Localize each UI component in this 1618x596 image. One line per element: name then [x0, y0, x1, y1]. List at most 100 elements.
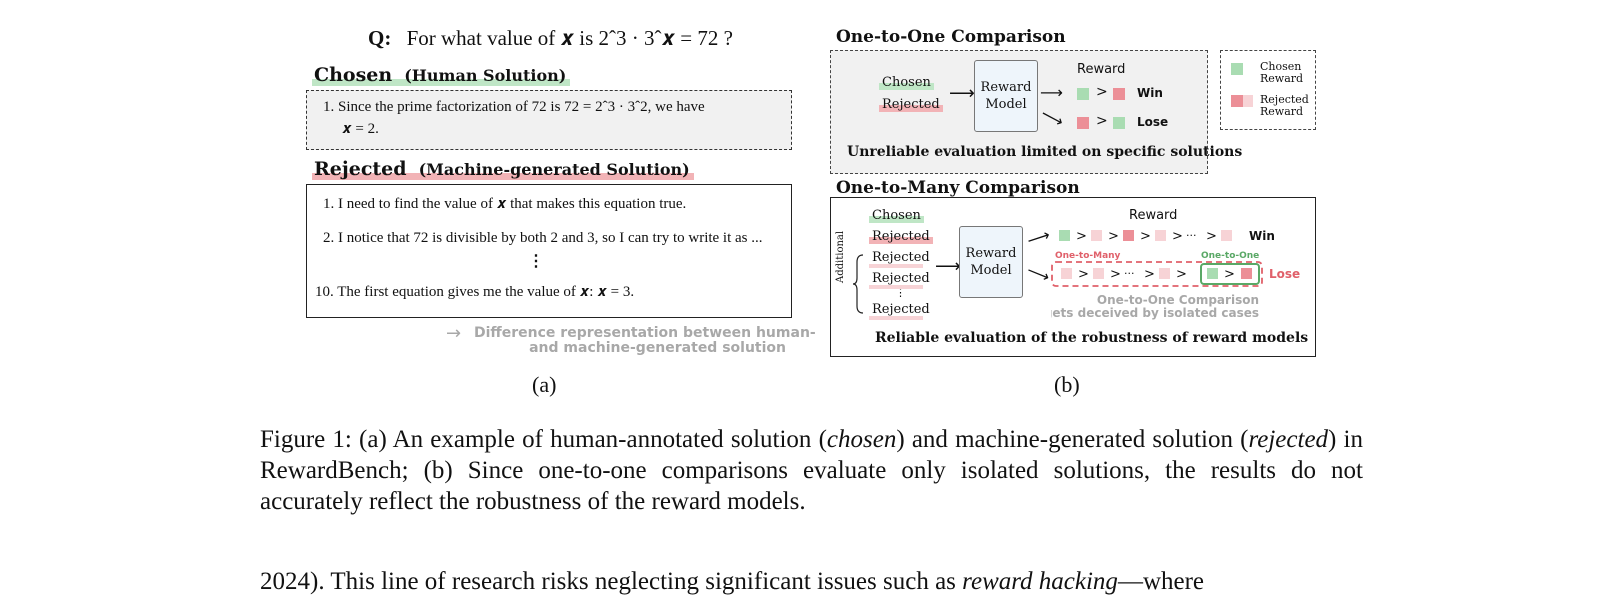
otm-win-gt-5: >	[1206, 229, 1217, 244]
otm-rejected-tag-2: Rejected	[872, 250, 930, 265]
otm-lose-rej-1	[1061, 268, 1072, 279]
oto-caption: Unreliable evaluation limited on specifi…	[847, 144, 1243, 160]
oto-rejected-tag: Rejected	[879, 97, 943, 112]
body-prefix: 2024). This line of research risks negle…	[260, 568, 963, 595]
oto-win-chosen-reward	[1077, 88, 1089, 100]
otm-rejected-tag-1: Rejected	[869, 229, 933, 244]
body-paragraph: 2024). This line of research risks negle…	[260, 568, 1363, 596]
otm-lose-gt-1: >	[1078, 267, 1089, 282]
otm-win-arrow-icon: ⟶	[1024, 224, 1053, 251]
otm-rejected-tag-last: Rejected	[872, 302, 930, 317]
otm-lose-gt-2: >	[1110, 267, 1121, 282]
one-to-many-box: Chosen Rejected Rejected Rejected ⋮ Reje…	[830, 197, 1316, 357]
otm-one-to-one-frame	[1200, 263, 1260, 285]
legend-chosen-swatch	[1231, 63, 1243, 75]
oto-win-gt: >	[1096, 84, 1108, 100]
otm-win-rej-2	[1123, 230, 1134, 241]
otm-lose-label: Lose	[1269, 267, 1300, 281]
oto-win-arrow-icon: ⟶	[1040, 83, 1063, 102]
otm-deceived-line-1: One-to-One Comparison	[1097, 293, 1259, 307]
rejected-title: Rejected(Machine-generated Solution)	[312, 158, 694, 180]
otm-rejected-underline-2	[869, 264, 923, 268]
legend-rejected-line-2: Reward	[1260, 105, 1304, 118]
question-text: For what value of 𝒙 is 2ˆ3 · 3ˆ𝒙 = 72 ?	[406, 26, 733, 50]
otm-lose-dots: ···	[1124, 267, 1135, 280]
otm-one-to-many-frame	[1051, 261, 1263, 287]
chosen-line-2: 𝒙 = 2.	[342, 121, 379, 137]
legend-rejected-light-swatch	[1243, 95, 1253, 107]
otm-model-line-2: Model	[970, 263, 1012, 278]
oto-input-arrow-icon: ⟶	[949, 83, 975, 104]
otm-lose-rej-3	[1159, 268, 1170, 279]
oto-chosen-tag: Chosen	[879, 75, 934, 90]
otm-lose-arrow-icon: ⟶	[1024, 260, 1053, 287]
caption-suffix: ) in RewardBench; (b) Since one-to-one c…	[260, 426, 1363, 515]
legend-rejected-text: Rejected Reward	[1260, 94, 1309, 118]
difference-arrow: →	[446, 323, 462, 344]
otm-win-chosen	[1059, 230, 1070, 241]
otm-win-gt-3: >	[1140, 229, 1151, 244]
oto-lose-gt: >	[1096, 113, 1108, 129]
otm-caption: Reliable evaluation of the robustness of…	[875, 330, 1309, 346]
rejected-line-2: 2. I notice that 72 is divisible by both…	[323, 230, 763, 246]
legend-box: Chosen Reward Rejected Reward	[1220, 50, 1316, 130]
otm-win-rej-3	[1155, 230, 1166, 241]
otm-rejected-underline-last	[869, 316, 923, 320]
rejected-label: Rejected	[314, 158, 407, 180]
otm-rejected-underline-3	[869, 285, 923, 289]
otm-additional-brace	[853, 254, 864, 314]
otm-model-line-1: Reward	[965, 246, 1017, 261]
oto-model-line-2: Model	[985, 97, 1027, 112]
chosen-line-1: 1. Since the prime factorization of 72 i…	[323, 99, 705, 115]
caption-middle: ) and machine-generated solution (	[896, 426, 1249, 453]
otm-additional-label: Additional	[835, 230, 846, 283]
oto-reward-header: Reward	[1077, 62, 1126, 77]
rejected-solution-box: 1. I need to find the value of 𝒙 that ma…	[306, 184, 792, 318]
legend-rejected-line-1: Rejected	[1260, 93, 1309, 106]
difference-text: Difference representation between human-…	[474, 325, 816, 356]
oto-model-line-1: Reward	[980, 80, 1032, 95]
chosen-solution-box: 1. Since the prime factorization of 72 i…	[306, 90, 792, 150]
otm-deceived-line-2: gets deceived by isolated cases	[1051, 306, 1259, 320]
otm-win-gt-4: >	[1172, 229, 1183, 244]
question-label: Q:	[368, 26, 392, 50]
caption-prefix: Figure 1: (a) An example of human-annota…	[260, 426, 827, 453]
legend-chosen-line-1: Chosen	[1260, 60, 1302, 73]
otm-lose-rej-2	[1093, 268, 1104, 279]
figure-caption: Figure 1: (a) An example of human-annota…	[260, 424, 1363, 517]
caption-chosen-word: chosen	[826, 426, 897, 453]
oto-lose-rejected-reward	[1077, 117, 1089, 129]
otm-chosen-tag: Chosen	[869, 208, 924, 223]
rejected-line-1: 1. I need to find the value of 𝒙 that ma…	[323, 196, 687, 212]
legend-chosen-line-2: Reward	[1260, 72, 1304, 85]
otm-lose-rej-main	[1241, 268, 1252, 279]
otm-lose-chosen	[1207, 268, 1218, 279]
oto-lose-chosen-reward	[1113, 117, 1125, 129]
chosen-label: Chosen	[314, 64, 393, 86]
otm-vdots: ⋮	[895, 286, 906, 299]
otm-win-rej-1	[1091, 230, 1102, 241]
legend-rejected-swatch	[1231, 95, 1243, 107]
chosen-title: Chosen (Human Solution)	[312, 64, 571, 86]
otm-lose-gt-4: >	[1176, 267, 1187, 282]
otm-input-arrow-icon: ⟶	[935, 256, 961, 277]
chosen-subtitle: (Human Solution)	[404, 66, 567, 85]
difference-line-1: Difference representation between human-	[474, 325, 816, 341]
panel-b-label: (b)	[1054, 372, 1080, 397]
body-italic: reward hacking	[962, 568, 1118, 595]
otm-one-to-one-label: One-to-One	[1201, 251, 1259, 261]
otm-win-gt-1: >	[1076, 229, 1087, 244]
question: Q: For what value of 𝒙 is 2ˆ3 · 3ˆ𝒙 = 72…	[368, 26, 733, 51]
otm-win-gt-2: >	[1108, 229, 1119, 244]
legend-chosen-text: Chosen Reward	[1260, 61, 1303, 85]
one-to-many-title: One-to-Many Comparison	[836, 178, 1080, 198]
otm-win-rej-last	[1221, 230, 1232, 241]
otm-rejected-tag-3: Rejected	[872, 271, 930, 286]
oto-win-label: Win	[1137, 86, 1163, 100]
difference-note: → Difference representation between huma…	[446, 323, 816, 356]
difference-line-2: and machine-generated solution	[529, 340, 786, 356]
otm-lose-gt-5: >	[1224, 267, 1235, 282]
